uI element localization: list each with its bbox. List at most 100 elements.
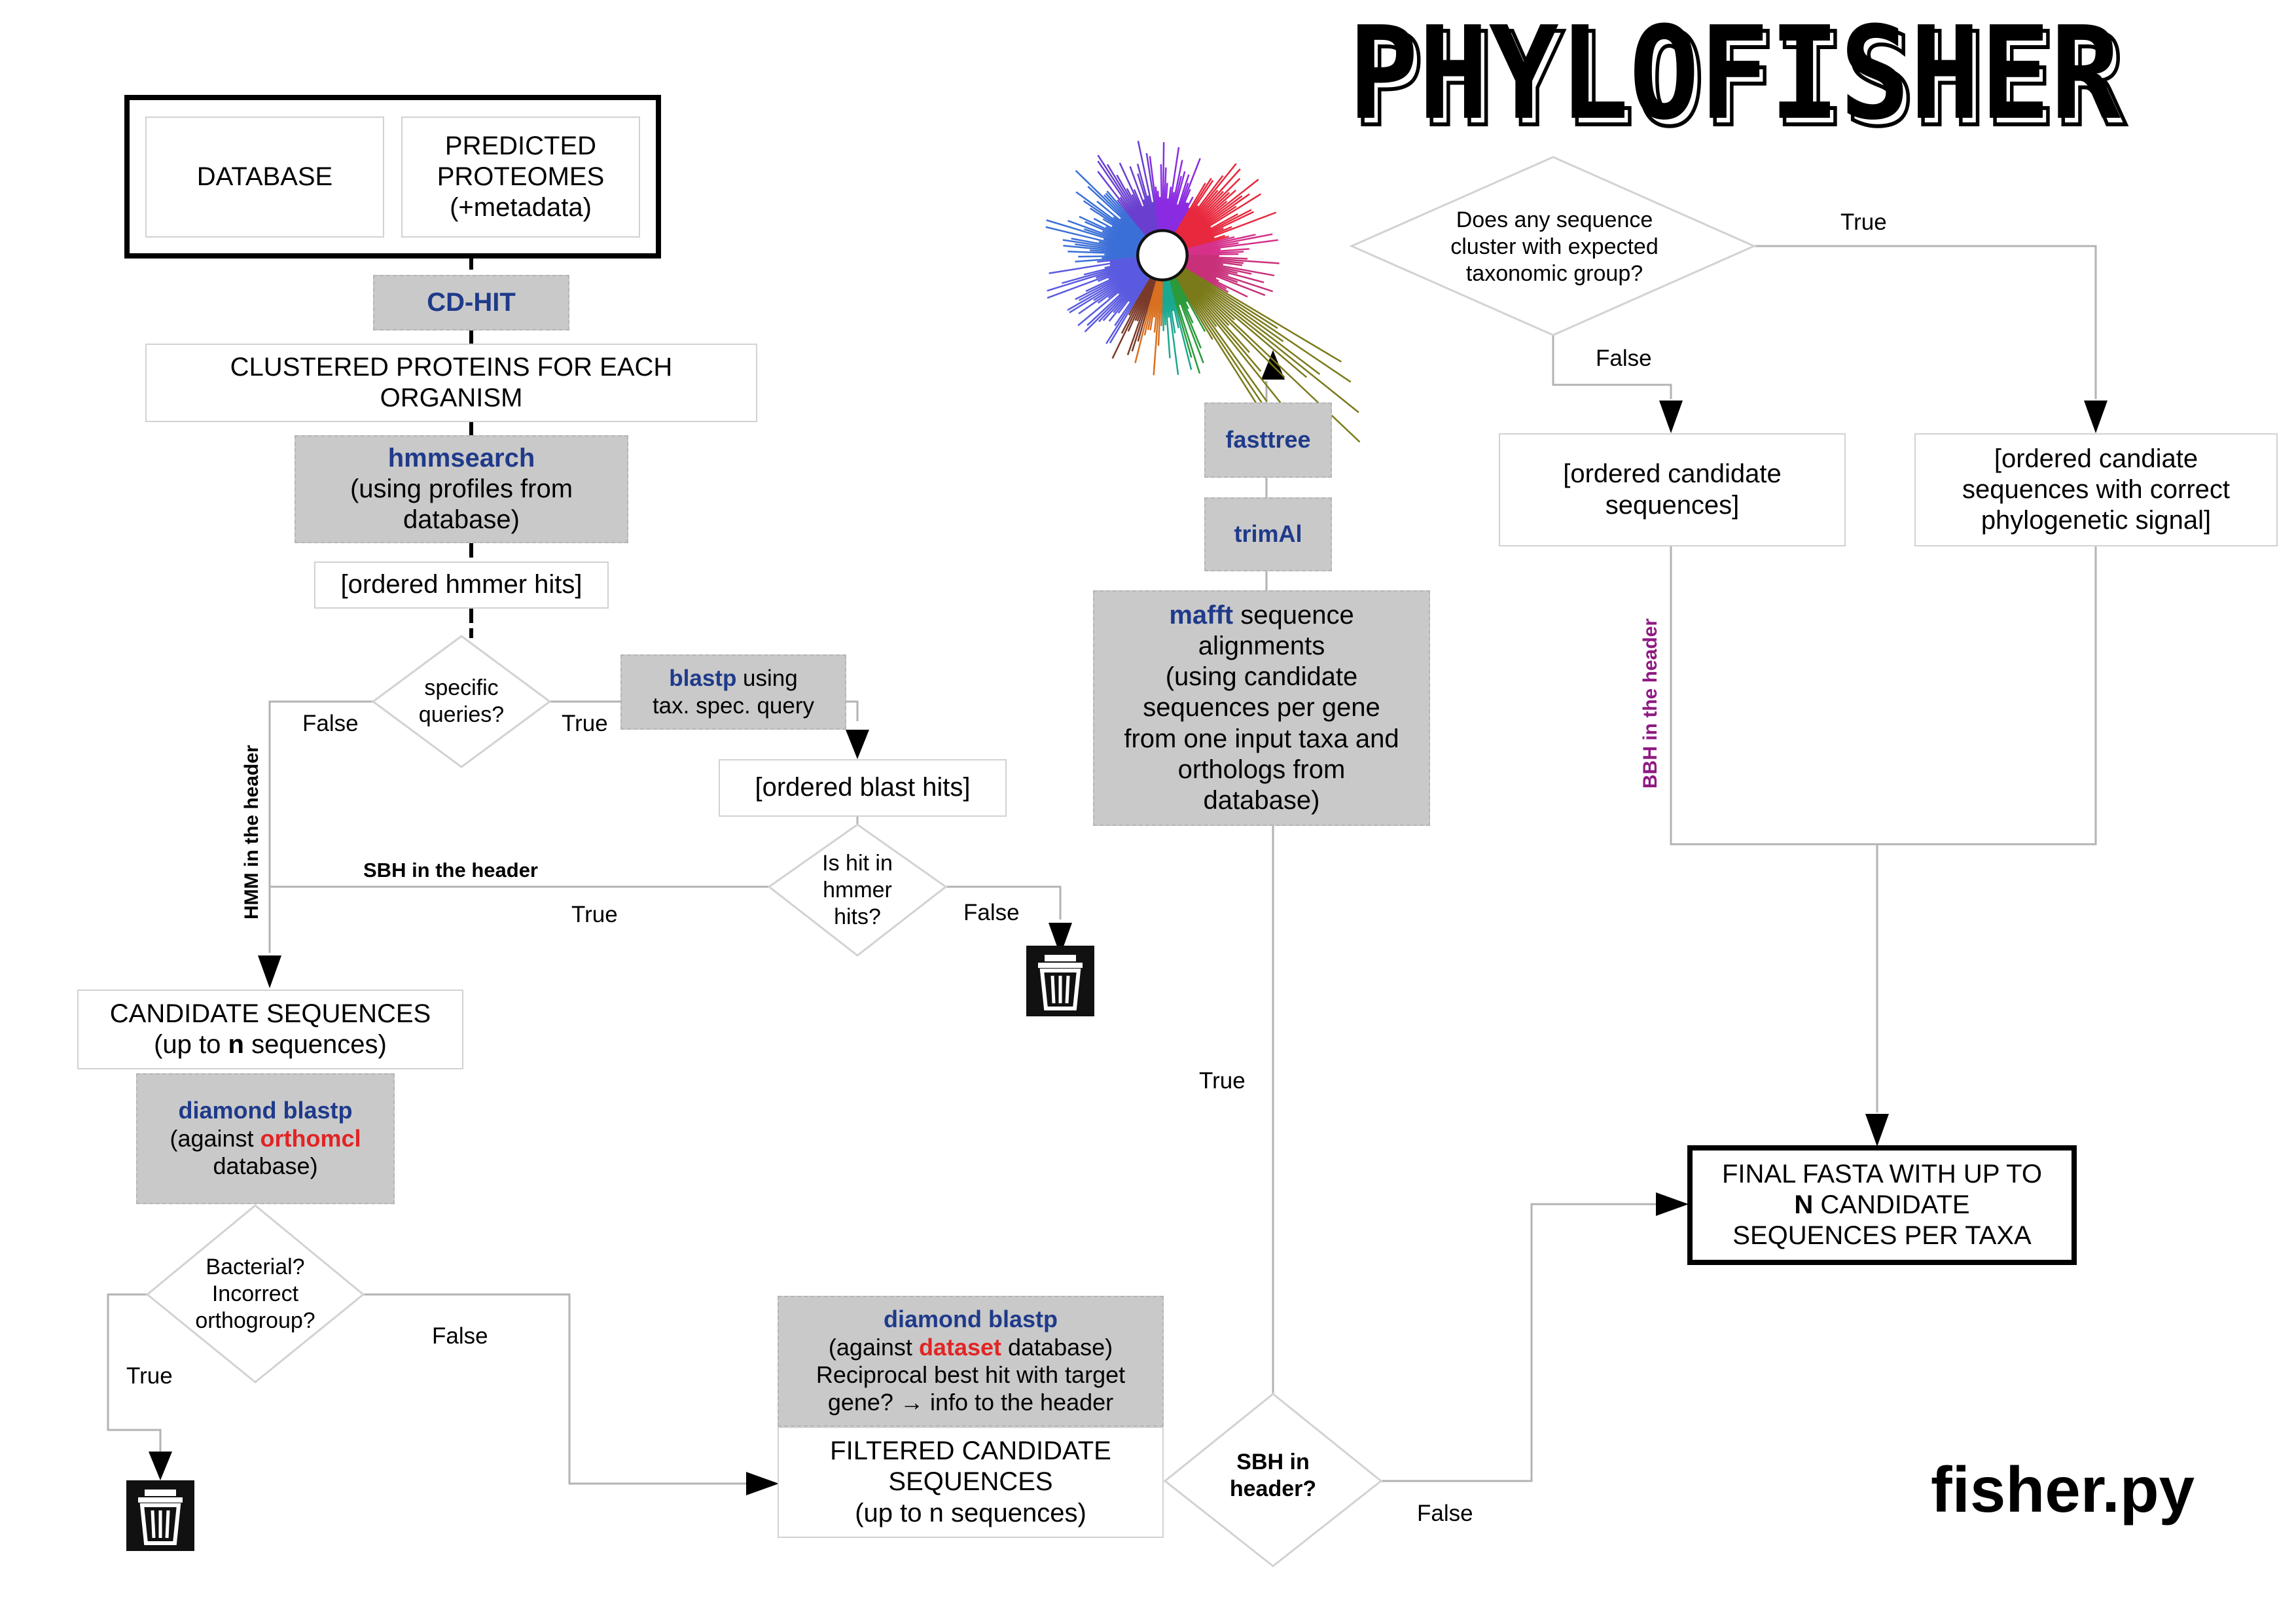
tree-branch (1143, 199, 1155, 231)
tree-branch (1085, 221, 1139, 246)
tree-branch (1086, 272, 1144, 327)
tree-branch (1187, 262, 1274, 293)
tree-branch (1187, 259, 1252, 275)
tree-branch (1087, 185, 1144, 238)
tree-branch (1147, 195, 1157, 230)
tree-branch (1105, 192, 1145, 237)
tree-branch (1179, 274, 1230, 327)
tree-branch (1149, 281, 1159, 330)
trimal-step: trimAl (1204, 497, 1332, 571)
tree-branch (1164, 198, 1169, 230)
label-true-hmmer: True (571, 902, 618, 927)
tree-branch (1097, 257, 1137, 263)
label-true-sbh: True (1199, 1068, 1246, 1094)
specific-queries-diamond (371, 635, 552, 768)
tree-branch (1188, 253, 1239, 256)
diamond-line: specific (424, 675, 499, 701)
tree-branch (1186, 211, 1277, 247)
hmmer-hits-label: [ordered hmmer hits] (340, 570, 583, 599)
proteomes-line: PROTEOMES (437, 162, 605, 191)
tree-branch (1160, 164, 1163, 230)
tree-branch (1188, 255, 1248, 260)
tree-branch (1089, 207, 1141, 242)
candidates-n: n (228, 1030, 244, 1059)
ordered-line: [ordered candidate (1563, 459, 1782, 489)
clustered-line: ORGANISM (380, 383, 523, 412)
diamond-line: SBH in (1236, 1450, 1310, 1475)
tree-branch (1166, 281, 1174, 312)
cluster-question-label: Does any sequence cluster with expected … (1407, 203, 1702, 291)
blastp-line: blastp using (669, 665, 797, 692)
tree-branch (1149, 156, 1160, 230)
cluster-diamond (1349, 156, 1757, 336)
tree-branch (1153, 281, 1160, 318)
tree-branch (1127, 278, 1153, 332)
tree-branch (1075, 243, 1137, 253)
tree-branch (1047, 263, 1138, 299)
tree-branch (1177, 205, 1199, 235)
tree-branch (1187, 234, 1256, 251)
filtered-line: FILTERED CANDIDATE (830, 1436, 1111, 1466)
tree-branch (1137, 141, 1158, 230)
diamond-line: header? (1229, 1476, 1317, 1501)
blast-hits-label: [ordered blast hits] (755, 773, 971, 802)
tree-branch (1175, 277, 1271, 426)
trimal-label: trimAl (1234, 520, 1302, 548)
tree-branch (1183, 205, 1237, 241)
ordered-line: [ordered candiate (1994, 444, 2198, 473)
tree-branch (1174, 277, 1206, 332)
app-title: PHYLOFISHER PHYLOFISHER (1348, 0, 2134, 157)
tree-branch (1096, 262, 1138, 279)
tree-branch (1142, 205, 1154, 232)
tree-branch (1179, 168, 1241, 237)
tree-branch (1183, 269, 1352, 383)
blastp-tool: blastp (669, 666, 737, 692)
label-bbh-header: BBH in the header (1640, 618, 1661, 789)
tree-branch (1187, 236, 1215, 248)
script-name: fisher.py (1931, 1454, 2195, 1525)
tree-branch (1185, 266, 1227, 290)
tree-branch (1136, 279, 1154, 322)
diamond-line: queries? (418, 702, 505, 727)
tree-root-ring (1136, 228, 1189, 282)
database-box: DATABASE (145, 116, 384, 238)
tree-branch (1171, 158, 1201, 232)
candidates-prefix: (up to (154, 1030, 228, 1059)
final-line: SEQUENCES PER TAXA (1732, 1221, 2032, 1251)
diamond-suffix: database) (1001, 1333, 1113, 1361)
tree-branch (1178, 275, 1319, 450)
clustered-proteins-box: CLUSTERED PROTEINS FOR EACH ORGANISM (145, 344, 757, 422)
tree-branch (1166, 281, 1176, 334)
tree-branch (1079, 215, 1139, 245)
tree-branch (1162, 281, 1166, 325)
tree-branch (1183, 270, 1321, 375)
tree-branch (1067, 250, 1137, 255)
proteomes-box: PREDICTED PROTEOMES (+metadata) (401, 116, 640, 238)
tree-branch (1075, 169, 1145, 238)
tree-branch (1179, 190, 1224, 237)
tree-branch (1178, 274, 1262, 372)
tree-branch (1188, 239, 1278, 253)
tree-branch (1176, 179, 1214, 234)
tree-branch (1187, 236, 1229, 249)
tree-branch (1170, 183, 1189, 231)
tree-branch (1163, 183, 1168, 230)
tree-branch (1106, 164, 1150, 234)
tree-branch (1137, 280, 1157, 342)
tree-branch (1164, 187, 1172, 230)
diamond-line: Does any sequence (1456, 207, 1653, 233)
label-true-cluster: True (1840, 209, 1887, 235)
tree-branch (1102, 218, 1141, 243)
hit-in-hmmer-diamond (767, 823, 948, 957)
label-false-sbh: False (1417, 1501, 1473, 1526)
tree-branch (1134, 279, 1153, 321)
hmmsearch-line: (using profiles from (350, 474, 573, 503)
tree-branch (1105, 226, 1139, 245)
diamond-line: database) (213, 1152, 318, 1180)
proteomes-line: (+metadata) (450, 193, 592, 223)
tree-branch (1133, 189, 1153, 232)
tree-branch (1111, 278, 1152, 359)
tree-branch (1083, 228, 1138, 248)
tree-branch (1083, 260, 1138, 276)
tree-branch (1174, 207, 1190, 233)
